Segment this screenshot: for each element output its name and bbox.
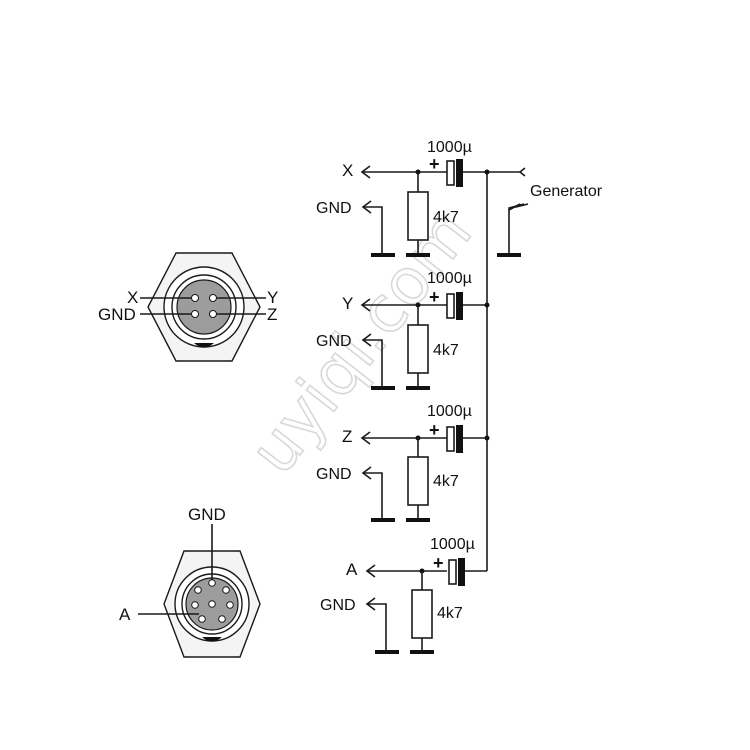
stage-x-resistor: [407, 191, 429, 241]
stage-a-polarity-mark: +: [433, 553, 444, 573]
stage-z-capacitor-label: 1000µ: [427, 403, 472, 420]
stage-z-output-label: Z: [342, 427, 352, 446]
stage-a: A 1000µ + 4k7 GND: [320, 536, 487, 654]
stage-y-polarity-mark: +: [429, 287, 440, 307]
stage-x-polarity-mark: +: [429, 154, 440, 174]
stage-z: Z 1000µ + 4k7 GND: [316, 403, 490, 522]
connector-4pin-face: [176, 279, 232, 335]
stage-z-resistor-label: 4k7: [433, 473, 459, 490]
pin-y: [209, 294, 217, 302]
pin-x: [191, 294, 199, 302]
stage-y-resistor: [407, 324, 429, 374]
stage-y-capacitor: [446, 293, 455, 319]
stage-z-resistor: [407, 456, 429, 506]
stage-z-polarity-mark: +: [429, 420, 440, 440]
connector-4pin: X GND Y Z: [98, 252, 278, 362]
stage-x-output-label: X: [342, 161, 353, 180]
stage-y-output-label: Y: [342, 294, 353, 313]
stage-a-gnd-label: GND: [320, 597, 356, 614]
bus-junction-x: [484, 169, 490, 175]
pin-z: [209, 310, 217, 318]
connector-4pin-label-z: Z: [267, 305, 277, 324]
stage-a-capacitor-label: 1000µ: [430, 536, 475, 553]
stage-y-capacitor-label: 1000µ: [427, 270, 472, 287]
stage-a-resistor-label: 4k7: [437, 605, 463, 622]
connector-4pin-label-gnd: GND: [98, 305, 136, 324]
stage-z-capacitor: [446, 426, 455, 452]
stage-a-output-label: A: [346, 560, 358, 579]
stage-x-capacitor-label: 1000µ: [427, 139, 472, 156]
connector-7pin-label-gnd: GND: [188, 505, 226, 524]
stage-a-resistor: [411, 589, 433, 639]
stage-y-resistor-label: 4k7: [433, 342, 459, 359]
connector-7pin-label-a: A: [119, 605, 131, 624]
stage-y-gnd-label: GND: [316, 333, 352, 350]
stage-a-capacitor: [448, 559, 457, 585]
connector-4pin-label-y: Y: [267, 288, 278, 307]
connector-4pin-label-x: X: [127, 288, 138, 307]
stage-x-capacitor: [446, 160, 455, 186]
pin-gnd: [191, 310, 199, 318]
stage-x: X 1000µ + 4k7 GND: [316, 139, 520, 257]
generator-input: Generator: [497, 167, 603, 257]
stage-y: Y 1000µ + 4k7 GND: [316, 270, 490, 390]
stage-x-resistor-label: 4k7: [433, 209, 459, 226]
generator-label: Generator: [530, 183, 603, 200]
stage-z-gnd-label: GND: [316, 466, 352, 483]
stage-x-gnd-label: GND: [316, 200, 352, 217]
connector-7pin: GND A: [119, 505, 261, 658]
stage-x-capacitor-plate: [456, 159, 463, 187]
